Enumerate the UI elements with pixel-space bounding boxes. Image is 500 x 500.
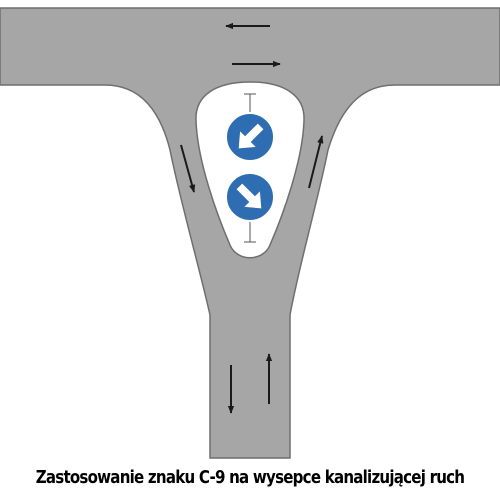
sign-c9-lower bbox=[225, 172, 275, 222]
sign-c9-upper bbox=[225, 112, 275, 162]
traffic-arrow-left-branch-down bbox=[180, 144, 196, 193]
traffic-island bbox=[195, 81, 305, 259]
intersection-diagram bbox=[0, 7, 500, 459]
traffic-arrow-right-branch-up bbox=[308, 135, 324, 189]
caption: Zastosowanie znaku C-9 na wysepce kanali… bbox=[35, 468, 465, 488]
keep-right-arrow-icon bbox=[236, 183, 262, 209]
sign-pole bbox=[244, 93, 256, 243]
keep-left-arrow-icon bbox=[238, 123, 264, 149]
